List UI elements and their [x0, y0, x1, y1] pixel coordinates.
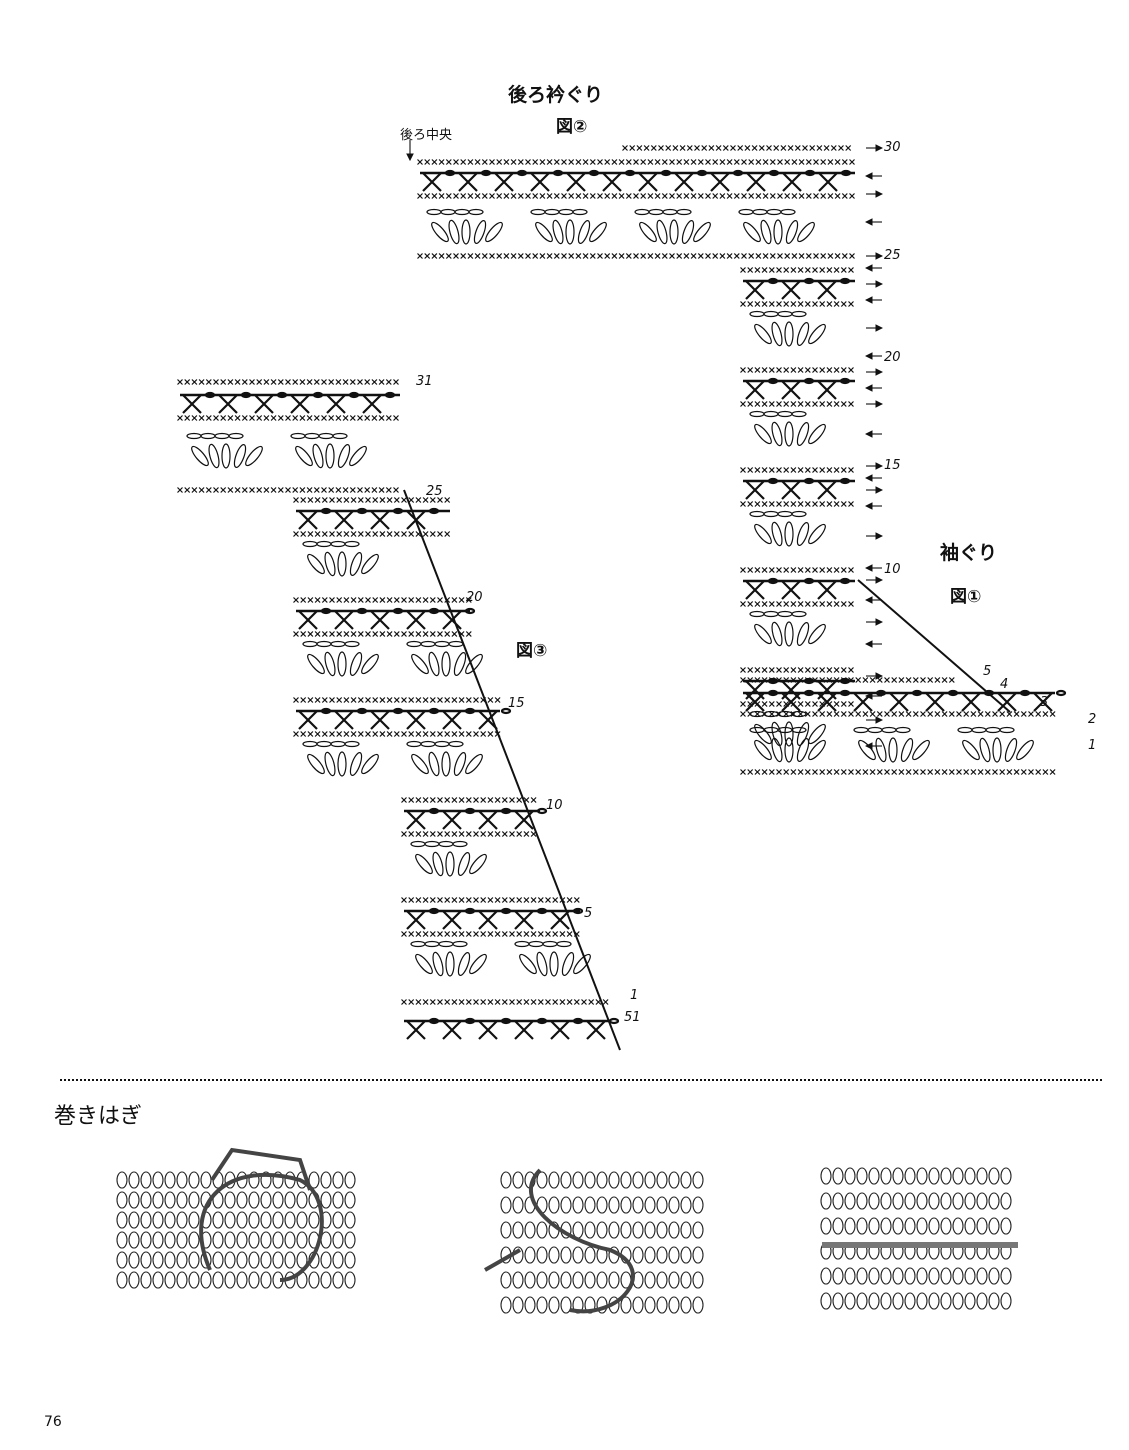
single-crochet-row	[401, 831, 537, 837]
row-number-back-2: 2	[1088, 712, 1097, 727]
leaf-stitch-row	[749, 310, 826, 347]
back-neck-figure-label: 図②	[556, 117, 588, 137]
leaf-stitch-row	[749, 726, 1034, 763]
leaf-stitch-row	[749, 510, 826, 547]
leaf-stitch-row	[749, 410, 826, 447]
single-crochet-row	[740, 711, 1056, 717]
row-number-back-25: 25	[884, 248, 901, 263]
whipstitch-section-title: 巻きはぎ	[54, 1104, 143, 1129]
row-number-back-1: 1	[1088, 738, 1097, 753]
cross-stitch-row	[743, 377, 855, 400]
single-crochet-row	[401, 897, 580, 903]
whipstitch-sketch-3	[820, 1167, 1018, 1310]
single-crochet-row	[293, 531, 451, 537]
single-crochet-row	[740, 769, 1056, 775]
single-crochet-row	[740, 501, 854, 507]
cross-stitch-row	[743, 477, 855, 500]
cross-stitch-row	[404, 907, 584, 930]
row-number-front-1: 1	[630, 988, 639, 1003]
row-number-front-51: 51	[624, 1010, 641, 1025]
whipstitch-sketch-2	[484, 1168, 704, 1314]
cross-stitch-row	[743, 577, 855, 600]
row-number-front-31: 31	[416, 374, 433, 389]
armhole-shaping-line	[857, 579, 1011, 713]
single-crochet-row	[177, 487, 399, 493]
single-crochet-row	[740, 401, 854, 407]
single-crochet-row	[417, 193, 855, 199]
back-center-label: 後ろ中央	[400, 128, 453, 143]
row-number-back-4: 4	[1000, 677, 1009, 692]
whipstitch-sketch-1	[116, 1147, 356, 1289]
leaf-stitch-row	[410, 940, 591, 977]
row-number-front-10: 10	[546, 798, 563, 813]
single-crochet-row	[740, 601, 854, 607]
row-number-back-15: 15	[884, 458, 901, 473]
row-number-back-5: 5	[983, 664, 992, 679]
single-crochet-row	[740, 567, 854, 573]
cross-stitch-row	[743, 277, 855, 300]
page-number: 76	[44, 1414, 62, 1430]
row-number-back-20: 20	[884, 350, 901, 365]
single-crochet-row	[740, 467, 854, 473]
row-number-back-10: 10	[884, 562, 901, 577]
single-crochet-row	[740, 301, 854, 307]
leaf-stitch-row	[749, 610, 826, 647]
cross-stitch-row	[180, 391, 400, 414]
leaf-stitch-row	[186, 432, 367, 469]
armhole-figure-label: 図①	[950, 587, 982, 607]
front-neck-shaping-line	[403, 489, 621, 1051]
single-crochet-row	[417, 159, 855, 165]
leaf-stitch-row	[410, 840, 487, 877]
cross-stitch-row	[420, 169, 855, 192]
row-number-back-30: 30	[884, 140, 901, 155]
single-crochet-row	[401, 797, 537, 803]
cross-stitch-row	[404, 1017, 620, 1040]
armhole-title: 袖ぐり	[940, 542, 998, 564]
front-neck-figure-label: 図③	[516, 641, 548, 661]
leaf-stitch-row	[749, 710, 826, 747]
cross-stitch-row	[296, 707, 512, 730]
cross-stitch-row	[296, 507, 450, 530]
leaf-stitch-row	[302, 740, 483, 777]
row-number-front-25: 25	[426, 484, 443, 499]
single-crochet-row	[740, 667, 854, 673]
back-neck-title: 後ろ衿ぐり	[508, 84, 604, 106]
back-chart	[417, 145, 1067, 775]
single-crochet-row	[293, 497, 451, 503]
single-crochet-row	[293, 697, 501, 703]
single-crochet-row	[740, 267, 854, 273]
single-crochet-row	[740, 367, 854, 373]
single-crochet-row	[177, 379, 399, 385]
single-crochet-row	[293, 597, 472, 603]
leaf-stitch-row	[426, 208, 815, 245]
leaf-stitch-row	[302, 640, 483, 677]
cross-stitch-row	[296, 607, 476, 630]
row-number-front-5: 5	[584, 906, 593, 921]
single-crochet-row	[177, 415, 399, 421]
single-crochet-row	[293, 631, 472, 637]
single-crochet-row	[740, 677, 955, 683]
row-number-front-15: 15	[508, 696, 525, 711]
single-crochet-row	[401, 999, 609, 1005]
single-crochet-row	[417, 253, 855, 259]
cross-stitch-row	[743, 689, 1067, 712]
leaf-stitch-row	[302, 540, 379, 577]
single-crochet-row	[401, 931, 580, 937]
single-crochet-row	[293, 731, 501, 737]
front-chart	[177, 379, 621, 1051]
cross-stitch-row	[404, 807, 548, 830]
single-crochet-row	[622, 145, 852, 151]
